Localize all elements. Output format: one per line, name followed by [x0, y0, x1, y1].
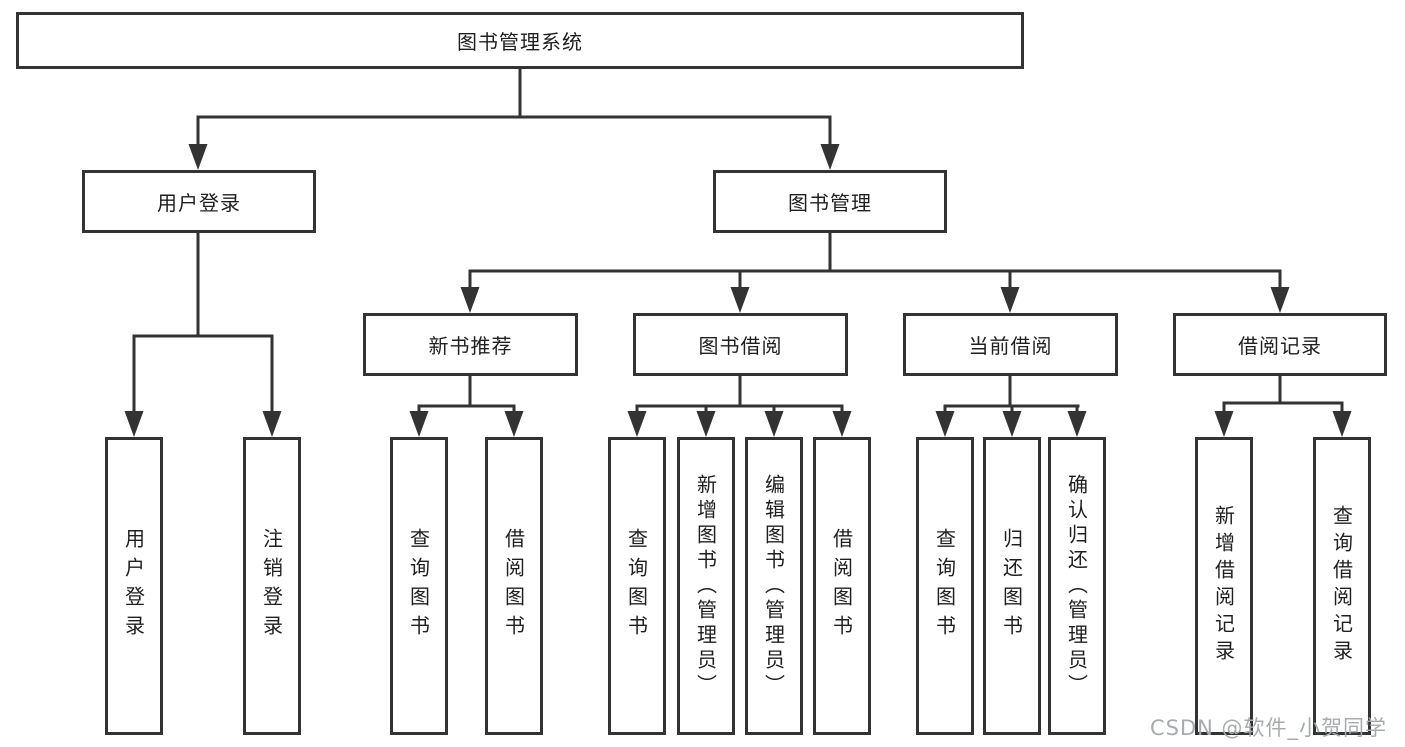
node-book-borrow: 图书借阅: [633, 313, 848, 376]
leaf-currentborrow-query-book: 查询图书: [916, 437, 974, 735]
leaf-bookborrow-edit-book-admin: 编辑图书（管理员）: [745, 437, 803, 735]
leaf-currentborrow-confirm-return-admin: 确认归还（管理员）: [1048, 437, 1106, 735]
connector-bookmanagement-to-level3: [460, 232, 1290, 313]
csdn-watermark: CSDN @软件_小贺同学: [1150, 716, 1388, 740]
connector-lines: [468, 232, 1282, 295]
leaf-newbook-borrow-book: 借阅图书: [485, 437, 543, 735]
node-current-borrow: 当前借阅: [903, 313, 1118, 376]
connector-lines: [1222, 375, 1344, 414]
connector-newbookrecommend-to-leaves: [409, 375, 524, 437]
node-new-book-recommend: 新书推荐: [363, 313, 578, 376]
connector-lines: [417, 375, 516, 417]
leaf-bookborrow-borrow-book: 借阅图书: [813, 437, 871, 735]
node-root-library-management-system: 图书管理系统: [16, 12, 1024, 69]
node-user-login: 用户登录: [82, 170, 316, 233]
arrowhead-icon: [409, 411, 524, 437]
connector-userlogin-to-leaves: [124, 232, 282, 437]
connector-lines: [943, 375, 1080, 417]
arrowhead-icon: [124, 411, 282, 437]
leaf-newbook-query-book: 查询图书: [390, 437, 448, 735]
connector-root-to-level2: [188, 68, 840, 170]
connector-borrowrecord-to-leaves: [1214, 375, 1352, 437]
connector-lines: [196, 68, 832, 150]
arrowhead-icon: [188, 144, 840, 170]
leaf-currentborrow-return-book: 归还图书: [983, 437, 1041, 735]
arrowhead-icon: [627, 411, 852, 437]
connector-lines: [635, 375, 844, 417]
leaf-user-login: 用户登录: [105, 437, 163, 735]
arrowhead-icon: [1214, 411, 1352, 437]
node-borrow-record: 借阅记录: [1173, 313, 1387, 376]
leaf-logout: 注销登录: [243, 437, 301, 735]
connector-bookborrow-to-leaves: [627, 375, 852, 437]
leaf-bookborrow-query-book: 查询图书: [608, 437, 666, 735]
connector-currentborrow-to-leaves: [935, 375, 1087, 437]
connector-lines: [132, 232, 274, 417]
leaf-borrowrecord-query-record: 查询借阅记录: [1313, 437, 1371, 735]
arrowhead-icon: [935, 411, 1087, 437]
node-book-management: 图书管理: [713, 170, 947, 233]
leaf-bookborrow-add-book-admin: 新增图书（管理员）: [677, 437, 735, 735]
leaf-borrowrecord-add-record: 新增借阅记录: [1195, 437, 1253, 735]
arrowhead-icon: [460, 287, 1290, 313]
